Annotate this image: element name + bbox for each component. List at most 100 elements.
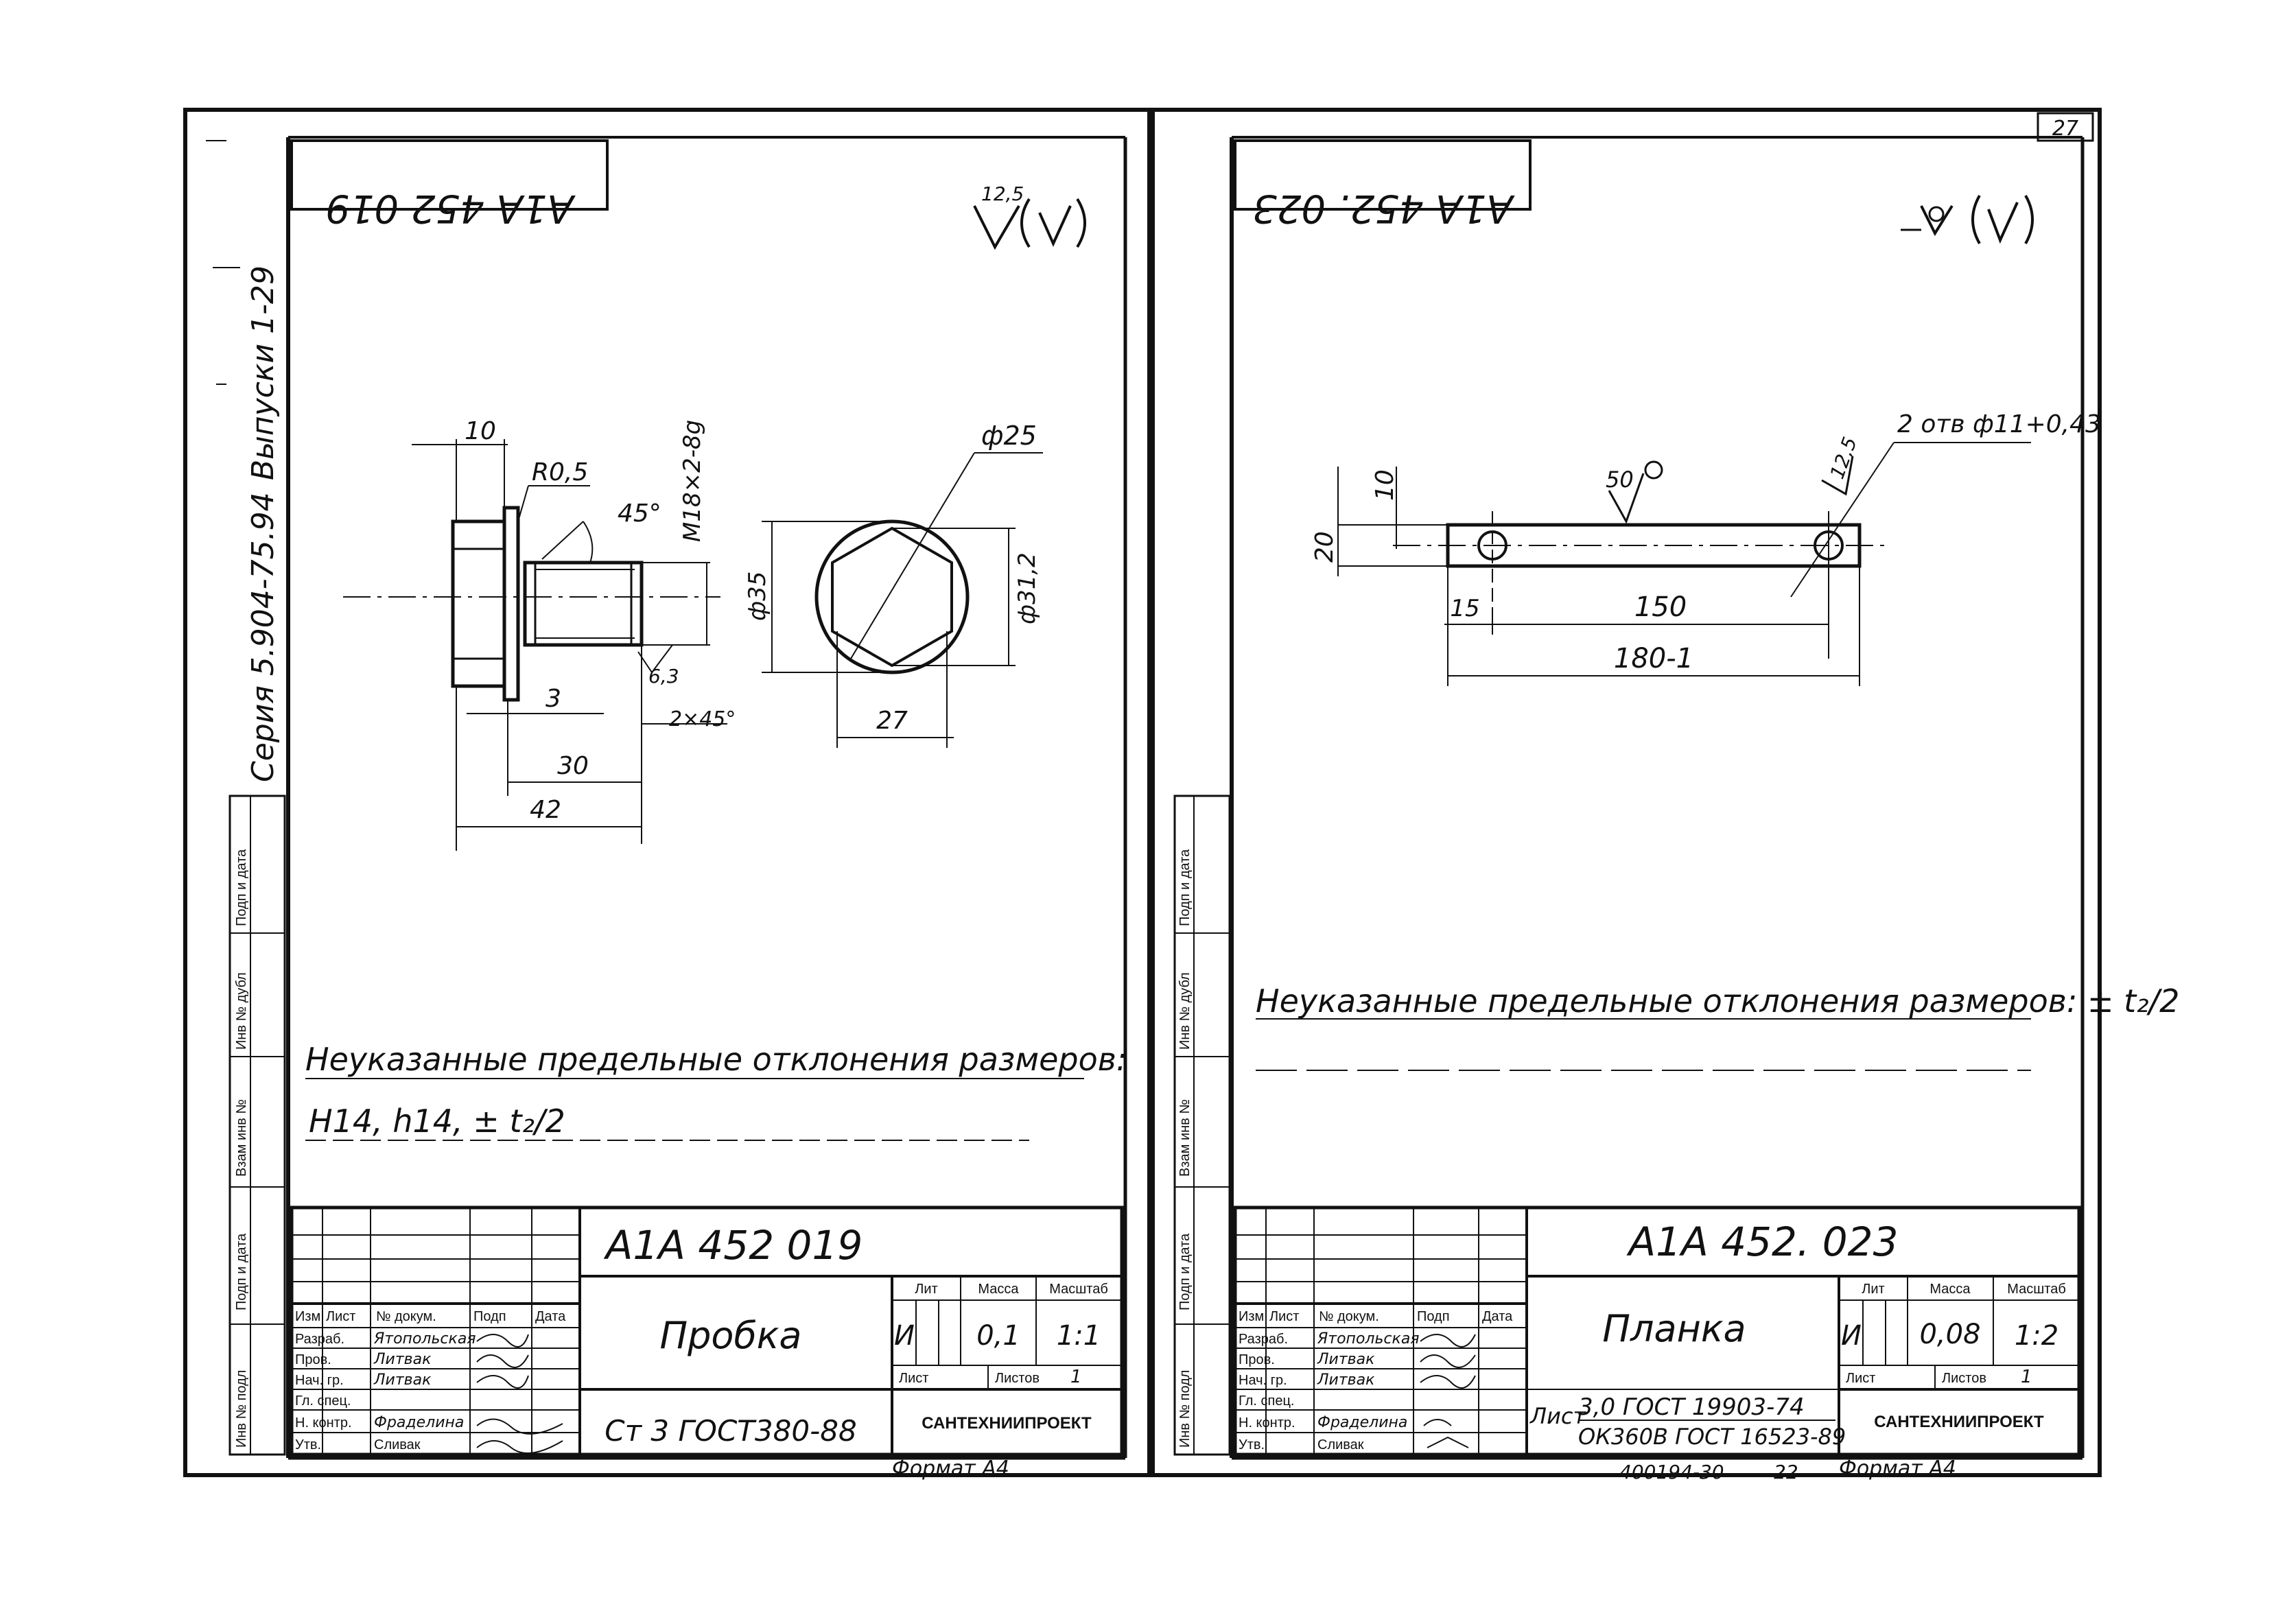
lt-name-3: Литвак bbox=[373, 1372, 432, 1389]
issue-label: Выпуски 1-29 bbox=[246, 266, 281, 480]
right-mirrored-code: А1А 452. 023 bbox=[1252, 186, 1514, 231]
rstrip-field-4: Инв № дубл bbox=[1177, 972, 1193, 1050]
rt-role-4: Гл. спец. bbox=[1239, 1393, 1294, 1409]
lt-designation: А1А 452 019 bbox=[603, 1222, 863, 1269]
rstrip-field-3: Взам инв № bbox=[1177, 1099, 1193, 1177]
dim-15: 15 bbox=[1450, 595, 1479, 622]
dim-20: 20 bbox=[1311, 531, 1339, 563]
rstrip-field-5: Подп и дата bbox=[1177, 849, 1193, 926]
rt-sheet-label: Лист bbox=[1846, 1371, 1875, 1386]
rt-role-3: Нач. гр. bbox=[1239, 1373, 1287, 1388]
dim-phi35: ф35 bbox=[744, 572, 771, 621]
lt-head-izm: Изм bbox=[295, 1309, 320, 1324]
rt-head-date: Дата bbox=[1482, 1309, 1513, 1324]
dim-42: 42 bbox=[530, 796, 561, 824]
series-label: Серия 5.904-75.94 bbox=[246, 492, 281, 782]
lt-mass: 0,1 bbox=[976, 1320, 1020, 1352]
lt-name-1: Ятопольская bbox=[373, 1330, 476, 1348]
lt-role-4: Гл. спец. bbox=[295, 1393, 351, 1409]
lt-org: САНТЕХНИИПРОЕКТ bbox=[922, 1414, 1092, 1433]
right-code-box: А1А 452. 023 bbox=[1234, 139, 1532, 231]
rt-designation: А1А 452. 023 bbox=[1626, 1219, 1899, 1265]
lt-name-2: Литвак bbox=[373, 1351, 432, 1368]
rt-sheets: 1 bbox=[2021, 1367, 2032, 1387]
strip-field-1: Инв № подл bbox=[234, 1370, 249, 1448]
lt-lit-label: Лит bbox=[915, 1282, 937, 1297]
rt-material-line1: 3,0 ГОСТ 19903-74 bbox=[1578, 1393, 1805, 1421]
lt-name: Пробка bbox=[660, 1314, 802, 1357]
dim-10-left: 10 bbox=[465, 417, 496, 445]
rt-name: Планка bbox=[1602, 1307, 1746, 1350]
rstrip-field-1: Инв № подл bbox=[1177, 1370, 1193, 1448]
lt-head-podp: Подп bbox=[473, 1309, 506, 1324]
sheet-number: 27 bbox=[2052, 117, 2078, 141]
rt-role-2: Пров. bbox=[1239, 1352, 1275, 1367]
rt-head-list: Лист bbox=[1269, 1309, 1299, 1324]
rt-material-line2: ОК360В ГОСТ 16523-89 bbox=[1578, 1424, 1846, 1450]
dim-r05: R0,5 bbox=[532, 458, 588, 486]
rt-name-2: Литвак bbox=[1317, 1351, 1375, 1368]
right-notes: Неуказанные предельные отклонения размер… bbox=[1256, 982, 2179, 1071]
lt-name-5: Фраделина bbox=[374, 1414, 464, 1431]
dim-phi312: ф31,2 bbox=[1013, 552, 1041, 624]
right-side-strip: Инв № подл Подп и дата Взам инв № Инв № … bbox=[1173, 795, 1231, 1456]
rt-name-1: Ятопольская bbox=[1317, 1330, 1420, 1348]
side-strip: Серия 5.904-75.94 Выпуски 1-29 Инв № под… bbox=[206, 140, 286, 1456]
lt-sheets-label: Листов bbox=[995, 1371, 1040, 1386]
dim-63: 6,3 bbox=[648, 665, 679, 687]
sheet-number-box: 27 bbox=[2037, 112, 2094, 142]
lt-sheets: 1 bbox=[1070, 1367, 1082, 1387]
rough-50: 50 bbox=[1606, 467, 1634, 493]
left-note-line2: Н14, h14, ± t₂/2 bbox=[309, 1103, 565, 1140]
dim-holes: 2 отв ф11+0,43 bbox=[1897, 410, 2101, 438]
lt-head-doc: № докум. bbox=[376, 1309, 436, 1324]
left-title-block: Изм Лист № докум. Подп Дата Разраб. Пров… bbox=[290, 1205, 1124, 1481]
right-sheet-frame bbox=[1151, 108, 2102, 1477]
strip-field-2: Подп и дата bbox=[234, 1233, 249, 1310]
rt-material-prefix: Лист bbox=[1529, 1403, 1586, 1429]
plug-side-view: 10 R0,5 45° М18×2-8g 6,3 3 2×45° 30 42 bbox=[343, 417, 736, 851]
rt-mass: 0,08 bbox=[1919, 1319, 1980, 1350]
plug-end-view: ф25 ф35 ф31,2 27 bbox=[744, 421, 1043, 748]
rt-head-podp: Подп bbox=[1417, 1309, 1450, 1324]
rt-org: САНТЕХНИИПРОЕКТ bbox=[1874, 1413, 2044, 1431]
lt-format: Формат А4 bbox=[892, 1457, 1009, 1481]
rstrip-field-2: Подп и дата bbox=[1177, 1233, 1193, 1310]
rt-name-6: Сливак bbox=[1317, 1437, 1364, 1452]
lt-mass-label: Масса bbox=[978, 1282, 1019, 1297]
lt-material: Ст 3 ГОСТ380-88 bbox=[605, 1414, 856, 1448]
rt-role-5: Н. контр. bbox=[1239, 1415, 1295, 1431]
left-roughness-symbol: 12,5 bbox=[973, 183, 1086, 250]
rt-format: Формат А4 bbox=[1839, 1457, 1956, 1481]
strip-field-3: Взам инв № bbox=[234, 1099, 249, 1177]
left-code-box: А1А 452 019 bbox=[290, 139, 609, 231]
lt-head-date: Дата bbox=[535, 1309, 566, 1324]
rt-name-3: Литвак bbox=[1317, 1372, 1375, 1389]
strip-field-4: Инв № дубл bbox=[234, 972, 249, 1050]
rt-head-izm: Изм bbox=[1239, 1309, 1264, 1324]
dim-thread: М18×2-8g bbox=[679, 420, 706, 542]
dim-45: 45° bbox=[618, 499, 661, 528]
lt-name-6: Сливак bbox=[374, 1437, 421, 1452]
right-roughness-symbol bbox=[1901, 195, 2034, 244]
rt-name-5: Фраделина bbox=[1317, 1414, 1407, 1431]
lt-role-3: Нач. гр. bbox=[295, 1373, 344, 1388]
dim-10-right: 10 bbox=[1371, 469, 1399, 501]
dim-phi25: ф25 bbox=[981, 421, 1037, 451]
dim-180: 180-1 bbox=[1614, 643, 1693, 674]
left-note-line1: Неуказанные предельные отклонения размер… bbox=[305, 1041, 1127, 1078]
plate-view: 10 20 50 2 отв ф11+0,43 12,5 15 150 180-… bbox=[1311, 410, 2101, 686]
rt-lit: И bbox=[1841, 1320, 1862, 1352]
lt-scale: 1:1 bbox=[1057, 1320, 1101, 1352]
rt-sheets-label: Листов bbox=[1942, 1371, 1986, 1386]
lt-role-6: Утв. bbox=[295, 1437, 321, 1452]
left-roughness-value: 12,5 bbox=[981, 183, 1024, 205]
rt-role-1: Разраб. bbox=[1239, 1332, 1288, 1347]
dim-chamfer: 2×45° bbox=[669, 707, 736, 731]
rt-scale-label: Масштаб bbox=[2007, 1282, 2066, 1297]
dim-3: 3 bbox=[545, 685, 561, 713]
rt-bottom-num: 22 bbox=[1774, 1461, 1798, 1483]
strip-field-5: Подп и дата bbox=[234, 849, 249, 926]
lt-scale-label: Масштаб bbox=[1049, 1282, 1108, 1297]
